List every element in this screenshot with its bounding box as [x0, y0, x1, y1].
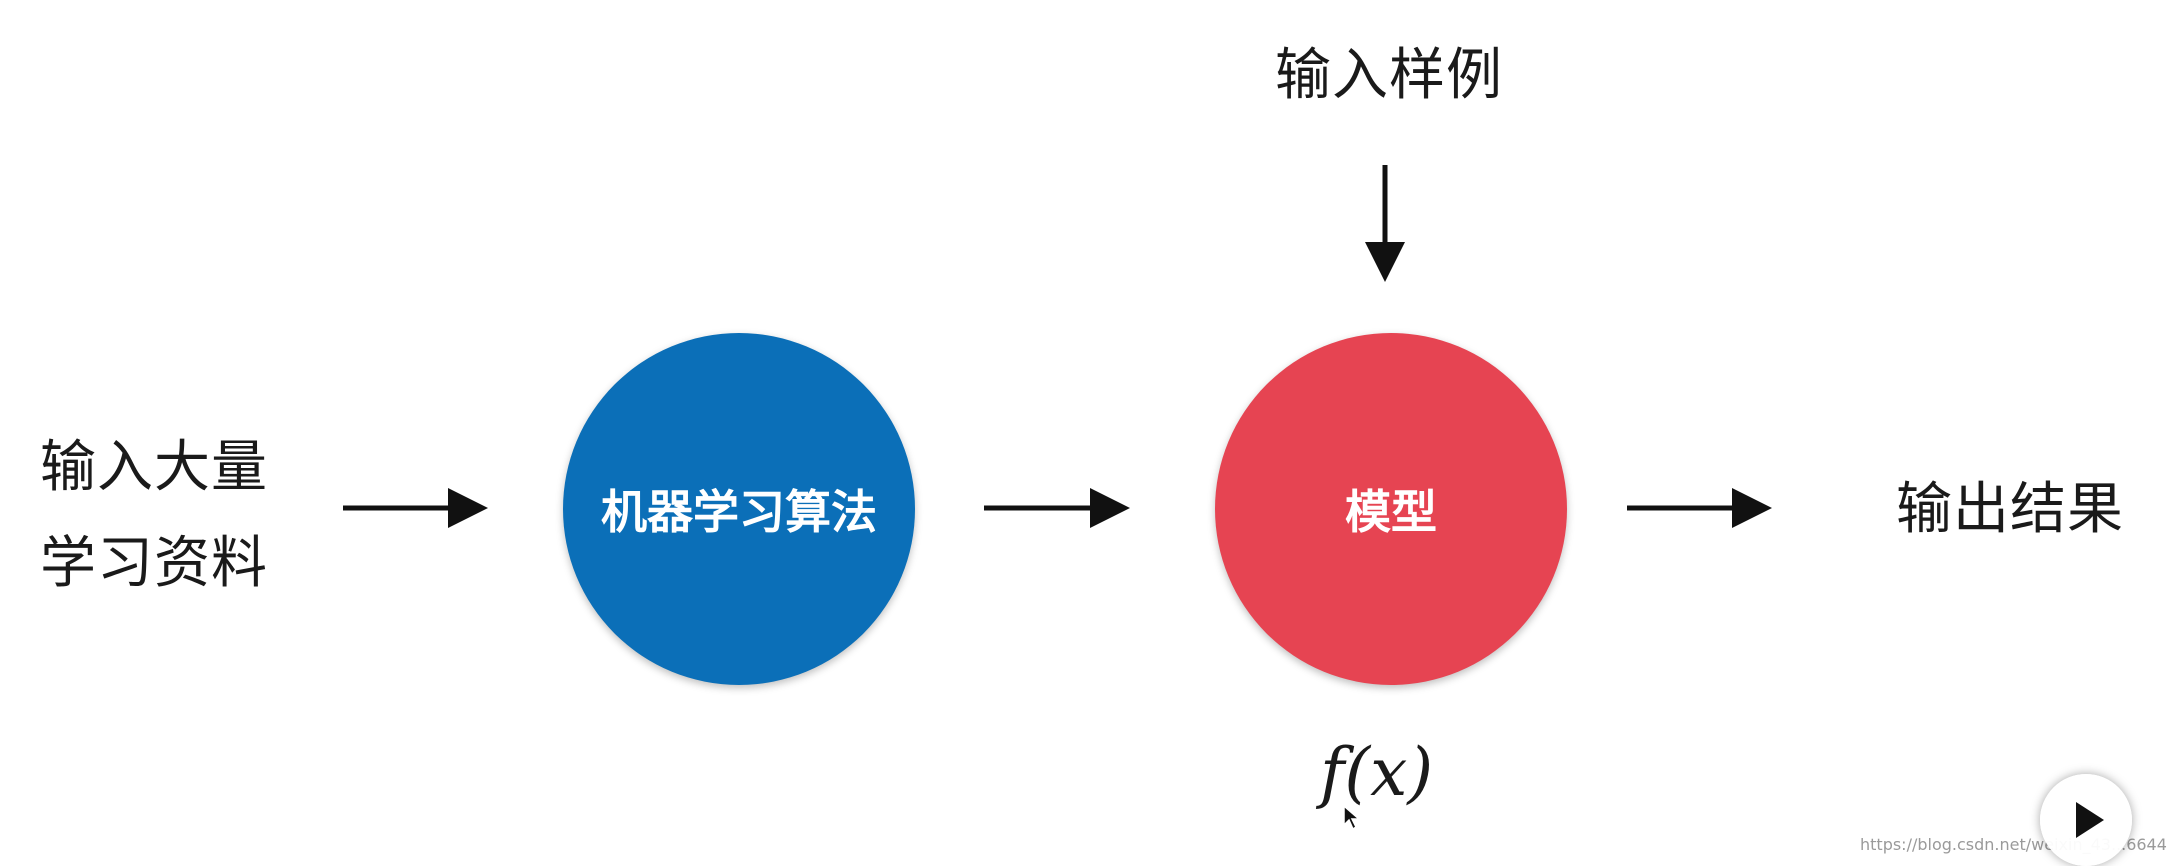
- cursor-icon: [1343, 804, 1362, 831]
- play-icon: [2076, 802, 2104, 838]
- play-button[interactable]: [2040, 774, 2132, 866]
- input-data-label: 输入大量 学习资料: [40, 420, 268, 612]
- model-formula: f(x): [1320, 734, 1434, 811]
- input-sample-label: 输入样例: [1275, 43, 1503, 108]
- input-data-line2: 学习资料: [40, 531, 268, 596]
- model-node: 模型: [1215, 333, 1567, 685]
- model-label: 模型: [1345, 485, 1437, 539]
- ml-algorithm-node: 机器学习算法: [563, 333, 915, 685]
- input-data-line1: 输入大量: [40, 435, 268, 500]
- output-result-label: 输出结果: [1896, 477, 2124, 542]
- arrows-layer: [343, 165, 1772, 528]
- ml-algorithm-label: 机器学习算法: [601, 485, 877, 539]
